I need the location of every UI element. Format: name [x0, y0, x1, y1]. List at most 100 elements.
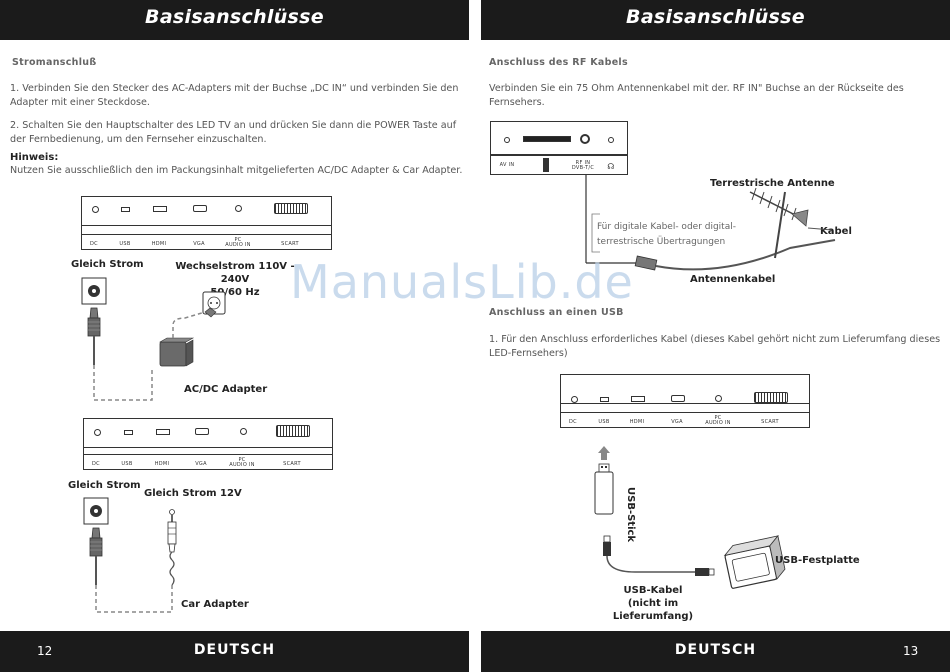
port-label-usb: USB: [598, 419, 610, 425]
ac-label-line1: Wechselstrom 110V - 240V: [175, 261, 295, 285]
vga-port-icon: [671, 395, 685, 402]
dc-label-1: Gleich Strom: [71, 259, 144, 270]
usb-section-title: Anschluss an einen USB: [489, 307, 624, 318]
rf-port-label-rf: RF IN DVB-T/C: [571, 161, 595, 171]
hdmi-port-icon: [153, 206, 167, 212]
usb-cable-label-line2: (nicht im Lieferumfang): [612, 598, 694, 622]
usb-hdd-label: USB-Festplatte: [775, 555, 860, 566]
port-label-pc-line2: AUDIO IN: [705, 420, 731, 426]
scart-port-icon: [754, 392, 788, 403]
audio-port-icon: [240, 428, 247, 435]
car-adapter-label: Car Adapter: [181, 599, 249, 610]
right-header-title: Basisanschlüsse: [626, 6, 805, 28]
right-header-bar: Basisanschlüsse: [481, 0, 950, 40]
port-label-hdmi: HDMI: [151, 241, 167, 247]
dc-port-icon: [94, 429, 101, 436]
port-label-dc: DC: [92, 461, 100, 467]
dc-port-icon: [571, 396, 578, 403]
usb-port-icon: [124, 430, 133, 435]
port-label-usb: USB: [119, 241, 131, 247]
tv-panel-2: DC USB HDMI VGA PC AUDIO IN SCART: [83, 418, 333, 470]
hint-text: Nutzen Sie ausschließlich den im Packung…: [10, 165, 463, 176]
ac-label: Wechselstrom 110V - 240V 50/60 Hz: [160, 260, 310, 299]
usb-stick-label: USB-Stick: [625, 487, 636, 543]
tv-panel-1-ports: [82, 197, 331, 226]
scart-port-icon: [276, 425, 310, 437]
port-label-vga: VGA: [671, 419, 683, 425]
port-label-pc-line2: AUDIO IN: [225, 242, 251, 248]
antenna-cable-label: Antennenkabel: [690, 274, 776, 285]
port-label-scart: SCART: [283, 461, 301, 467]
port-label-hdmi: HDMI: [154, 461, 170, 467]
tv-panel-2-ports: [84, 419, 332, 448]
power-step-2: 2. Schalten Sie den Hauptschalter des LE…: [10, 120, 457, 145]
port-label-vga: VGA: [195, 461, 207, 467]
rf-port-label-rf-line1: RF IN: [575, 160, 591, 166]
hdmi-port-icon: [156, 429, 170, 435]
usb-port-icon: [600, 397, 609, 402]
port-label-dc: DC: [90, 241, 98, 247]
tv-panel-3-labels: DC USB HDMI VGA PC AUDIO IN SCART: [561, 412, 809, 427]
power-step-1: 1. Verbinden Sie den Stecker des AC-Adap…: [10, 83, 459, 108]
dc-port-icon: [92, 206, 99, 213]
dc12-label: Gleich Strom 12V: [144, 488, 242, 499]
headphone-port-icon: [608, 137, 614, 143]
port-label-scart: SCART: [281, 241, 299, 247]
hdmi-port-icon: [631, 396, 645, 402]
audio-port-icon: [235, 205, 242, 212]
tv-panel-1-labels: DC USB HDMI VGA PC AUDIO IN SCART: [82, 234, 331, 249]
rf-panel-ports: [491, 122, 627, 155]
left-footer-language: DEUTSCH: [193, 642, 276, 658]
cable-label: Kabel: [820, 226, 852, 237]
usb-cable-label: USB-Kabel (nicht im Lieferumfang): [588, 584, 718, 623]
rf-diagram: [585, 174, 836, 271]
port-label-usb: USB: [121, 461, 133, 467]
headphone-label-icon: ☊: [607, 162, 615, 171]
power-diagram-2: [83, 497, 177, 613]
usb-port-icon: [121, 207, 130, 212]
av-port-icon: [504, 137, 510, 143]
usb-cable-label-line1: USB-Kabel: [623, 585, 683, 596]
rf-note: Für digitale Kabel- oder digital- terres…: [597, 220, 736, 250]
left-footer-bar: 12 DEUTSCH: [0, 631, 469, 672]
tv-panel-3-ports: [561, 375, 809, 404]
rf-instruction-text: Verbinden Sie ein 75 Ohm Antennenkabel m…: [489, 83, 904, 108]
adapter-label: AC/DC Adapter: [184, 384, 268, 395]
antenna-label: Terrestrische Antenne: [710, 178, 835, 189]
port-label-pc-line1: PC: [234, 237, 242, 243]
right-footer-bar: DEUTSCH 13: [481, 631, 950, 672]
port-label-pc-line2: AUDIO IN: [229, 462, 255, 468]
tv-panel-2-labels: DC USB HDMI VGA PC AUDIO IN SCART: [84, 454, 332, 469]
right-page-number: 13: [903, 644, 919, 658]
rf-panel: AV IN RF IN DVB-T/C ☊: [490, 121, 628, 175]
vga-port-icon: [195, 428, 209, 435]
port-label-pc: PC AUDIO IN: [229, 458, 255, 468]
port-label-scart: SCART: [761, 419, 779, 425]
rf-note-line2: terrestrische Übertragungen: [597, 237, 726, 247]
rf-port-label-av: AV IN: [499, 162, 515, 168]
scart-port-icon: [274, 203, 308, 214]
dc-label-2: Gleich Strom: [68, 480, 141, 491]
left-page-number: 12: [37, 644, 53, 658]
ac-label-line2: 50/60 Hz: [210, 287, 260, 298]
port-label-pc-line1: PC: [238, 457, 246, 463]
card-slot-icon: [523, 136, 571, 142]
tv-panel-1: DC USB HDMI VGA PC AUDIO IN SCART: [81, 196, 332, 250]
rf-port-label-rf-line2: DVB-T/C: [571, 165, 595, 171]
left-header-bar: Basisanschlüsse: [0, 0, 469, 40]
rf-section-title: Anschluss des RF Kabels: [489, 57, 628, 68]
rf-port-icon: [580, 134, 590, 144]
watermark-text: ManualsLib.de: [290, 255, 634, 309]
right-footer-language: DEUTSCH: [674, 642, 757, 658]
port-label-pc-line1: PC: [714, 415, 722, 421]
port-label-hdmi: HDMI: [629, 419, 645, 425]
rf-note-line1: Für digitale Kabel- oder digital-: [597, 222, 736, 232]
usb-diagram: [594, 446, 786, 589]
power-diagram-1: [81, 277, 226, 401]
hint-title: Hinweis:: [10, 152, 59, 163]
power-section-title: Stromanschluß: [12, 57, 97, 68]
usb-instruction-text: 1. Für den Anschluss erforderliches Kabe…: [489, 334, 941, 359]
rf-panel-switch-icon: [543, 158, 549, 172]
rf-panel-labels: AV IN RF IN DVB-T/C ☊: [491, 155, 627, 174]
port-label-pc: PC AUDIO IN: [225, 238, 251, 248]
